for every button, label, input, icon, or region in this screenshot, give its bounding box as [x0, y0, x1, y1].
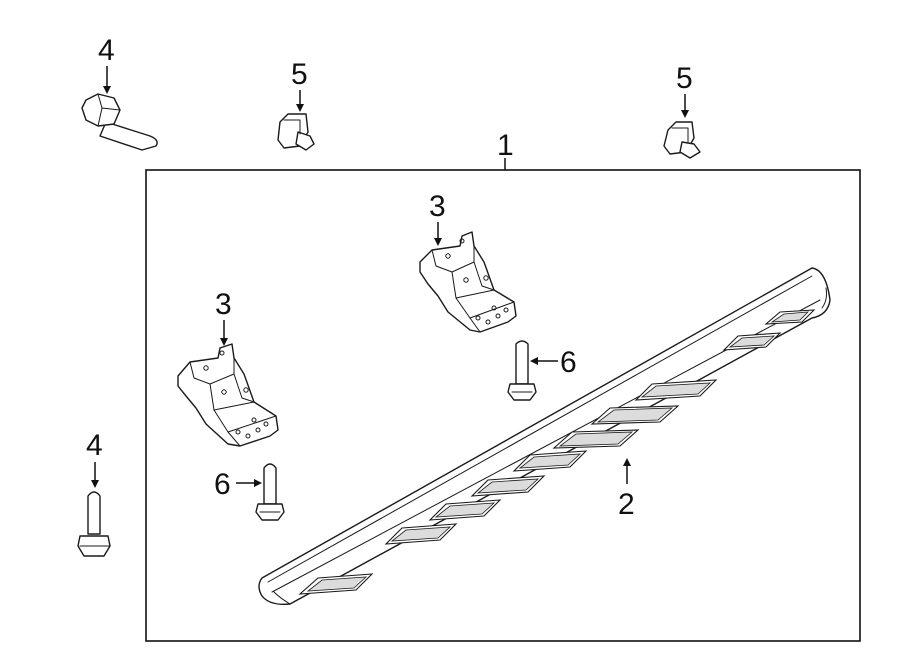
callout-3-lower[interactable]: 3	[215, 288, 232, 321]
bolt-top[interactable]	[81, 93, 158, 151]
clip-nut-right[interactable]	[663, 121, 701, 159]
bracket-front[interactable]	[177, 343, 279, 447]
callout-2[interactable]: 2	[618, 488, 635, 521]
callout-5-left[interactable]: 5	[291, 58, 308, 91]
callout-6-lower[interactable]: 6	[214, 468, 231, 501]
stud-upper[interactable]	[507, 340, 537, 401]
assembly-frame	[145, 169, 861, 642]
clip-nut-left[interactable]	[277, 113, 315, 151]
callout-3-upper[interactable]: 3	[429, 190, 446, 223]
running-board[interactable]	[258, 267, 831, 606]
step-slots	[298, 309, 816, 595]
callout-4-bottom[interactable]: 4	[86, 429, 103, 462]
callout-4-top[interactable]: 4	[98, 34, 115, 67]
bolt-bottom[interactable]	[77, 491, 111, 557]
callout-6-upper[interactable]: 6	[560, 346, 577, 379]
bracket-rear[interactable]	[419, 231, 517, 333]
stud-lower[interactable]	[255, 463, 285, 521]
callout-5-right[interactable]: 5	[676, 62, 693, 95]
callout-1[interactable]: 1	[497, 129, 514, 162]
